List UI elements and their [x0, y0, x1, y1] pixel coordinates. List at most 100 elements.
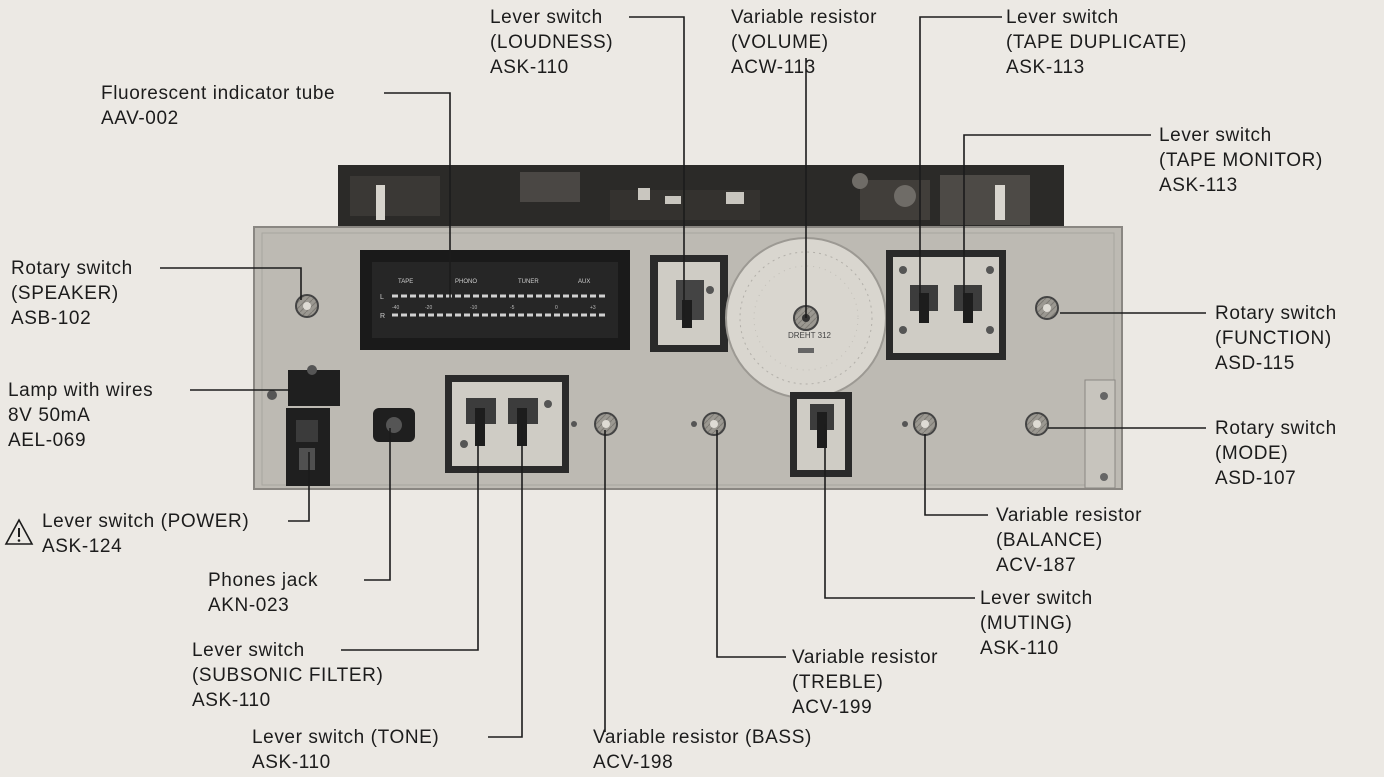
leader-power — [288, 452, 310, 522]
label-text: ACV-199 — [792, 697, 873, 718]
leader-tape-duplicate — [919, 16, 1002, 298]
label-text: Variable resistor — [731, 7, 878, 28]
label-text: Lever switch (TONE) — [252, 727, 440, 748]
label-text: Lever switch — [192, 640, 305, 661]
leader-lines — [160, 16, 1206, 738]
label-text: ASK-110 — [490, 57, 569, 78]
label-text: ASK-110 — [980, 638, 1059, 659]
label-rotary-speaker: Rotary switch (SPEAKER) ASB-102 — [11, 256, 133, 331]
leader-balance — [924, 434, 988, 516]
label-text: Rotary switch — [1215, 418, 1337, 439]
lever-switch-loudness — [650, 255, 728, 352]
variable-resistor-bass — [571, 412, 618, 436]
label-text: ASK-113 — [1006, 57, 1085, 78]
label-rotary-function: Rotary switch (FUNCTION) ASD-115 — [1215, 301, 1337, 376]
label-text: ACW-113 — [731, 57, 816, 78]
fluorescent-indicator-tube: TAPE PHONO TUNER AUX L R -40 -20 -10 -5 … — [360, 250, 630, 350]
label-phones-jack: Phones jack AKN-023 — [208, 568, 318, 618]
label-text: AKN-023 — [208, 595, 290, 616]
label-lever-tone: Lever switch (TONE) ASK-110 — [252, 725, 439, 775]
display-scale-0: 0 — [555, 305, 558, 311]
leader-phones — [364, 428, 391, 581]
display-scale-20: -20 — [425, 305, 432, 311]
display-scale-40: -40 — [392, 305, 399, 311]
display-channel-r: R — [380, 313, 385, 320]
label-indicator-tube: Fluorescent indicator tube AAV-002 — [101, 81, 335, 131]
leader-indicator — [384, 92, 451, 298]
label-lever-power: Lever switch (POWER) ASK-124 — [42, 509, 249, 559]
leader-muting — [824, 424, 975, 599]
label-text: ASK-113 — [1159, 175, 1238, 196]
label-text: ASD-115 — [1215, 353, 1295, 374]
lever-switch-power — [286, 408, 330, 486]
label-text: AAV-002 — [101, 108, 179, 129]
label-text: (TAPE MONITOR) — [1159, 150, 1323, 171]
leader-tone — [488, 424, 523, 738]
label-text: ASK-110 — [192, 690, 271, 711]
label-text: (MODE) — [1215, 443, 1289, 464]
label-text: Variable resistor — [996, 505, 1143, 526]
rotary-switch-mode — [1025, 412, 1049, 436]
display-header-tuner: TUNER — [518, 279, 539, 285]
display-header-phono: PHONO — [455, 279, 477, 285]
display-scale-10: -10 — [470, 305, 477, 311]
label-text: 8V 50mA — [8, 405, 91, 426]
label-text: (MUTING) — [980, 613, 1073, 634]
label-lever-tape-duplicate: Lever switch (TAPE DUPLICATE) ASK-113 — [1006, 5, 1187, 80]
lever-switch-muting — [790, 392, 852, 477]
label-text: ACV-198 — [593, 752, 674, 773]
label-resistor-balance: Variable resistor (BALANCE) ACV-187 — [996, 503, 1142, 578]
label-resistor-treble: Variable resistor (TREBLE) ACV-199 — [792, 645, 938, 720]
display-header-tape: TAPE — [398, 279, 413, 285]
label-text: Phones jack — [208, 570, 319, 591]
variable-resistor-balance — [902, 412, 937, 436]
label-text: (SUBSONIC FILTER) — [192, 665, 384, 686]
label-text: (SPEAKER) — [11, 283, 119, 304]
lever-switch-tape — [886, 250, 1006, 360]
label-text: Variable resistor — [792, 647, 939, 668]
label-resistor-volume: Variable resistor (VOLUME) ACW-113 — [731, 5, 877, 80]
label-text: ASK-110 — [252, 752, 331, 773]
label-text: ASD-107 — [1215, 468, 1297, 489]
label-rotary-mode: Rotary switch (MODE) ASD-107 — [1215, 416, 1337, 491]
leader-tape-monitor — [963, 134, 1151, 298]
lamp-with-wires — [267, 365, 340, 406]
label-text: (FUNCTION) — [1215, 328, 1332, 349]
rear-circuit-board — [338, 165, 1064, 235]
leader-speaker — [160, 267, 302, 300]
rotary-switch-speaker — [295, 294, 319, 318]
warning-icon — [4, 518, 34, 545]
label-text: AEL-069 — [8, 430, 87, 451]
lever-switch-subsonic-tone — [445, 375, 569, 473]
label-resistor-bass: Variable resistor (BASS) ACV-198 — [593, 725, 812, 775]
display-scale-5: -5 — [510, 305, 515, 311]
variable-resistor-treble — [691, 412, 726, 436]
label-text: ASK-124 — [42, 536, 123, 557]
label-text: Lever switch — [490, 7, 603, 28]
rotary-switch-function — [1035, 296, 1059, 320]
label-text: Rotary switch — [11, 258, 133, 279]
label-text: Lever switch — [1159, 125, 1272, 146]
label-text: Lever switch — [1006, 7, 1119, 28]
label-lever-muting: Lever switch (MUTING) ASK-110 — [980, 586, 1093, 661]
label-text: Lever switch — [980, 588, 1093, 609]
leader-loudness — [629, 16, 685, 318]
label-text: ASB-102 — [11, 308, 92, 329]
label-lever-subsonic: Lever switch (SUBSONIC FILTER) ASK-110 — [192, 638, 383, 713]
label-text: Variable resistor (BASS) — [593, 727, 812, 748]
label-text: (BALANCE) — [996, 530, 1103, 551]
label-lamp-wires: Lamp with wires 8V 50mA AEL-069 — [8, 378, 153, 453]
display-channel-l: L — [380, 294, 384, 301]
phones-jack — [373, 408, 415, 442]
label-lever-loudness: Lever switch (LOUDNESS) ASK-110 — [490, 5, 613, 80]
display-scale-3: +3 — [590, 305, 596, 311]
display-header-aux: AUX — [578, 279, 590, 285]
leader-treble — [716, 430, 786, 658]
label-lever-tape-monitor: Lever switch (TAPE MONITOR) ASK-113 — [1159, 123, 1323, 198]
leader-subsonic — [341, 424, 479, 651]
label-text: (TREBLE) — [792, 672, 884, 693]
label-text: Lever switch (POWER) — [42, 511, 250, 532]
label-text: ACV-187 — [996, 555, 1077, 576]
label-text: Fluorescent indicator tube — [101, 83, 336, 104]
